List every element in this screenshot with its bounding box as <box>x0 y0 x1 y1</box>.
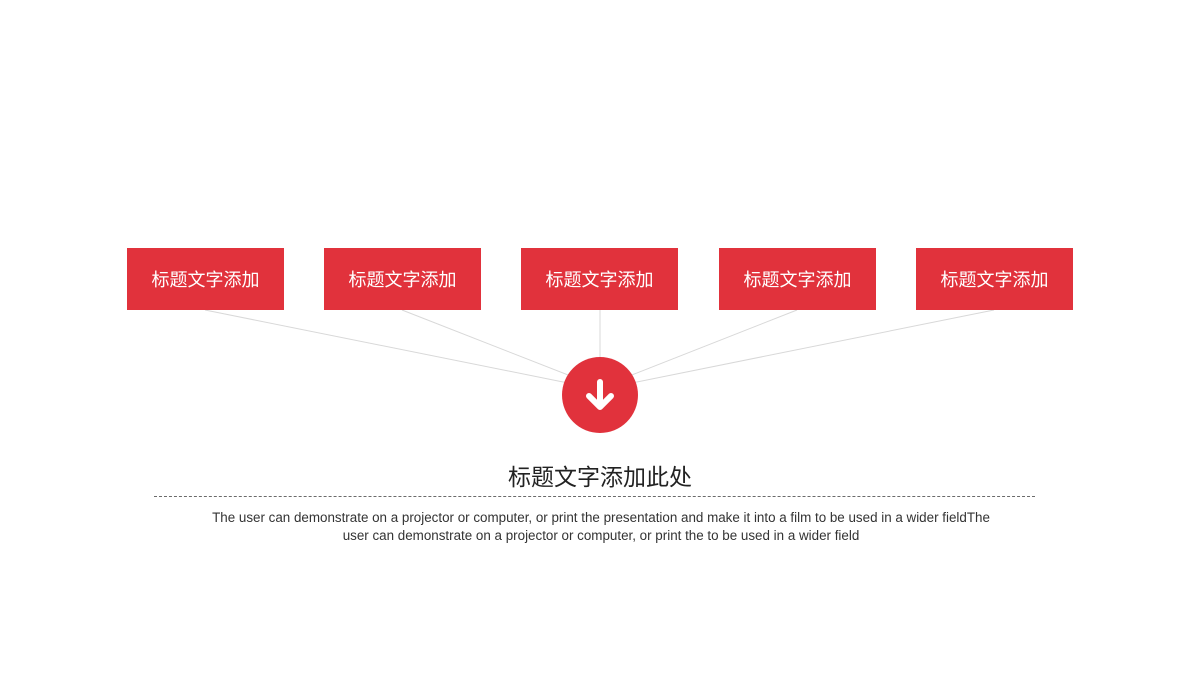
connector-line-4 <box>613 309 798 383</box>
main-title: 标题文字添加此处 <box>508 465 692 491</box>
title-box-3[interactable]: 标题文字添加 <box>521 248 678 310</box>
description-line-2: user can demonstrate on a projector or c… <box>342 527 860 543</box>
title-box-label: 标题文字添加 <box>545 270 654 291</box>
title-box-5[interactable]: 标题文字添加 <box>916 248 1073 310</box>
dashed-divider <box>154 496 1035 497</box>
connector-line-1 <box>204 309 584 387</box>
title-box-label: 标题文字添加 <box>348 270 457 291</box>
title-box-label: 标题文字添加 <box>151 270 260 291</box>
title-box-label: 标题文字添加 <box>743 270 852 291</box>
arrow-down-icon <box>586 379 614 410</box>
connector-line-5 <box>616 309 995 387</box>
hub-circle[interactable] <box>562 357 638 433</box>
title-box-2[interactable]: 标题文字添加 <box>324 248 481 310</box>
title-box-label: 标题文字添加 <box>940 270 1049 291</box>
description: The user can demonstrate on a projector … <box>190 509 1012 544</box>
title-box-4[interactable]: 标题文字添加 <box>719 248 876 310</box>
title-box-1[interactable]: 标题文字添加 <box>127 248 284 310</box>
description-line-1: The user can demonstrate on a projector … <box>212 510 990 525</box>
connector-line-2 <box>401 309 587 383</box>
